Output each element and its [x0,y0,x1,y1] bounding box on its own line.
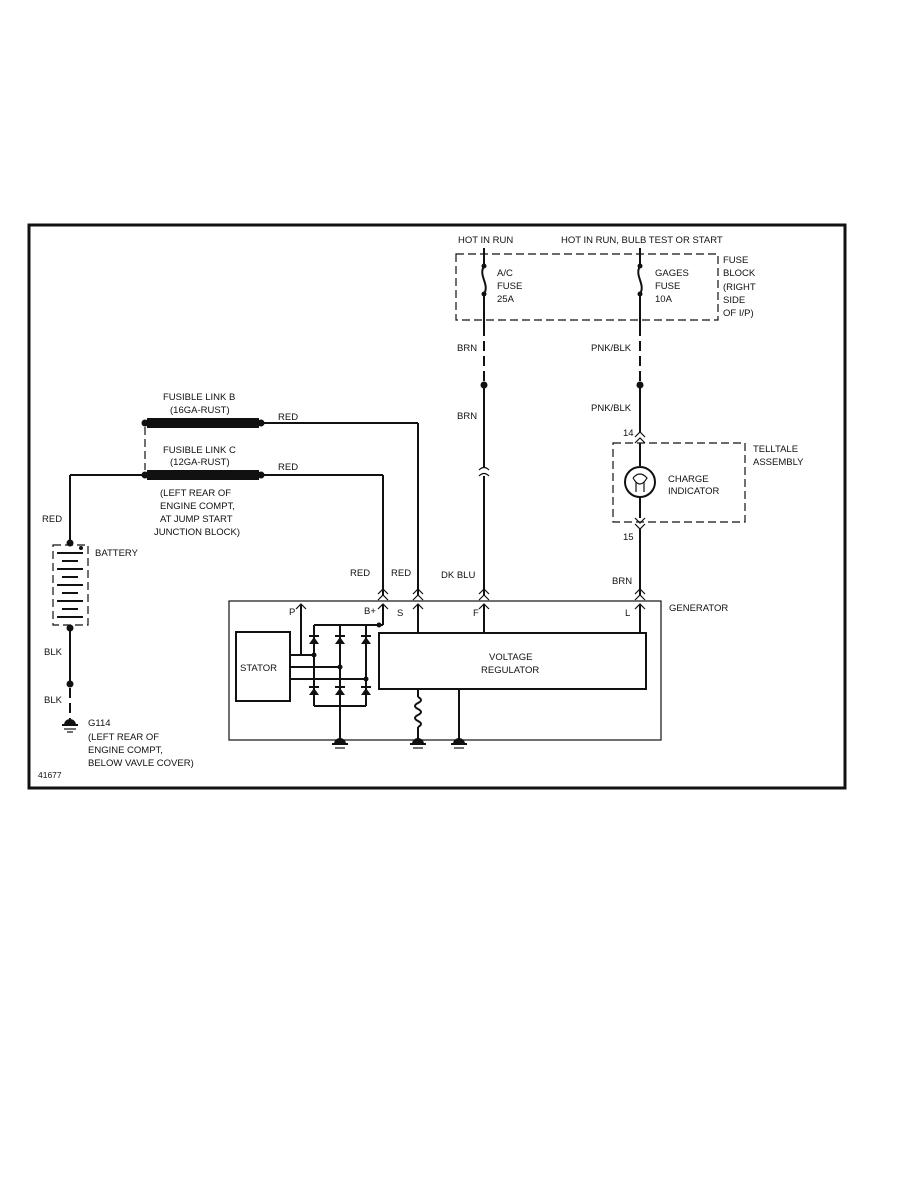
fusible-link-c-label: FUSIBLE LINK C [163,445,236,456]
generator-label: GENERATOR [669,603,728,614]
link-location-1: (LEFT REAR OF [160,488,231,499]
wire-label-blk-lower: BLK [44,695,63,706]
ac-fuse-label-3: 25A [497,294,515,305]
gages-fuse-label-2: FUSE [655,281,680,292]
fusible-link-b-gauge: (16GA-RUST) [170,405,230,416]
gages-fuse-symbol [637,265,643,295]
voltage-regulator [378,632,647,690]
ac-fuse-label-1: A/C [497,268,513,279]
fusible-link-c-gauge: (12GA-RUST) [170,457,230,468]
splice-dot-blk [66,680,74,688]
wire-label-pnk-blk-lower: PNK/BLK [591,403,632,414]
voltage-regulator-label-2: REGULATOR [481,665,539,676]
header-hot-in-run: HOT IN RUN [458,235,513,246]
fusible-link-b [147,418,259,428]
ground-location-1: (LEFT REAR OF [88,732,159,743]
telltale-label-1: TELLTALE [753,444,798,455]
charge-indicator-bulb [624,466,656,498]
battery-label: BATTERY [95,548,139,559]
generator-box [228,600,662,741]
wire-label-red-b-plus: RED [350,568,370,579]
terminal-b-plus: B+ [364,606,376,617]
charge-indicator-label-1: CHARGE [668,474,709,485]
wire-label-brn-lower: BRN [457,411,477,422]
fusible-link-b-label: FUSIBLE LINK B [163,392,235,403]
ground-location-3: BELOW VAVLE COVER) [88,758,194,769]
battery-symbol [57,552,83,618]
stator-label: STATOR [240,663,277,674]
link-location-4: JUNCTION BLOCK) [154,527,240,538]
fuse-block-label-3: (RIGHT [723,282,756,293]
diagram-id: 41677 [38,770,62,780]
pin-15: 15 [623,532,634,543]
pin-14: 14 [623,428,634,439]
terminal-p: P [289,607,295,618]
header-hot-in-run-bulb-test: HOT IN RUN, BULB TEST OR START [561,235,723,246]
ac-fuse-label-2: FUSE [497,281,522,292]
voltage-regulator-label-1: VOLTAGE [489,652,532,663]
terminal-s: S [397,608,403,619]
wire-label-red-link-b: RED [278,412,298,423]
ac-fuse-symbol [481,265,487,295]
wire-label-red-battery: RED [42,514,62,525]
fusible-link-c [147,470,259,480]
wire-label-dk-blu: DK BLU [441,570,475,581]
fuse-block-label-2: BLOCK [723,268,756,279]
fuse-block-label-1: FUSE [723,255,748,266]
field-coil [414,696,422,728]
wire-label-brn-upper: BRN [457,343,477,354]
diagram-frame [27,223,847,790]
link-location-3: AT JUMP START [160,514,233,525]
fuse-block-label-4: SIDE [723,295,745,306]
link-location-2: ENGINE COMPT, [160,501,235,512]
telltale-assembly-box [612,442,746,523]
rectifier-bridge [309,624,383,742]
ground-location-2: ENGINE COMPT, [88,745,163,756]
ground-symbols [332,738,467,749]
wire-label-red-link-c: RED [278,462,298,473]
ground-id: G114 [88,718,111,729]
charge-indicator-label-2: INDICATOR [668,486,720,497]
gages-fuse-label-3: 10A [655,294,673,305]
terminal-connectors [295,588,646,610]
fuse-block-label-5: OF I/P) [723,308,754,319]
gages-fuse-label-1: GAGES [655,268,689,279]
wire-label-brn-l: BRN [612,576,632,587]
fuse-block-box [455,253,719,321]
wire-label-pnk-blk-upper: PNK/BLK [591,343,632,354]
inline-connector-ac [478,466,490,471]
ground-g114-symbol [62,719,78,733]
terminal-l: L [625,608,630,619]
telltale-label-2: ASSEMBLY [753,457,804,468]
terminal-f: F [473,608,479,619]
wire-label-red-s: RED [391,568,411,579]
wire-label-blk-upper: BLK [44,647,63,658]
